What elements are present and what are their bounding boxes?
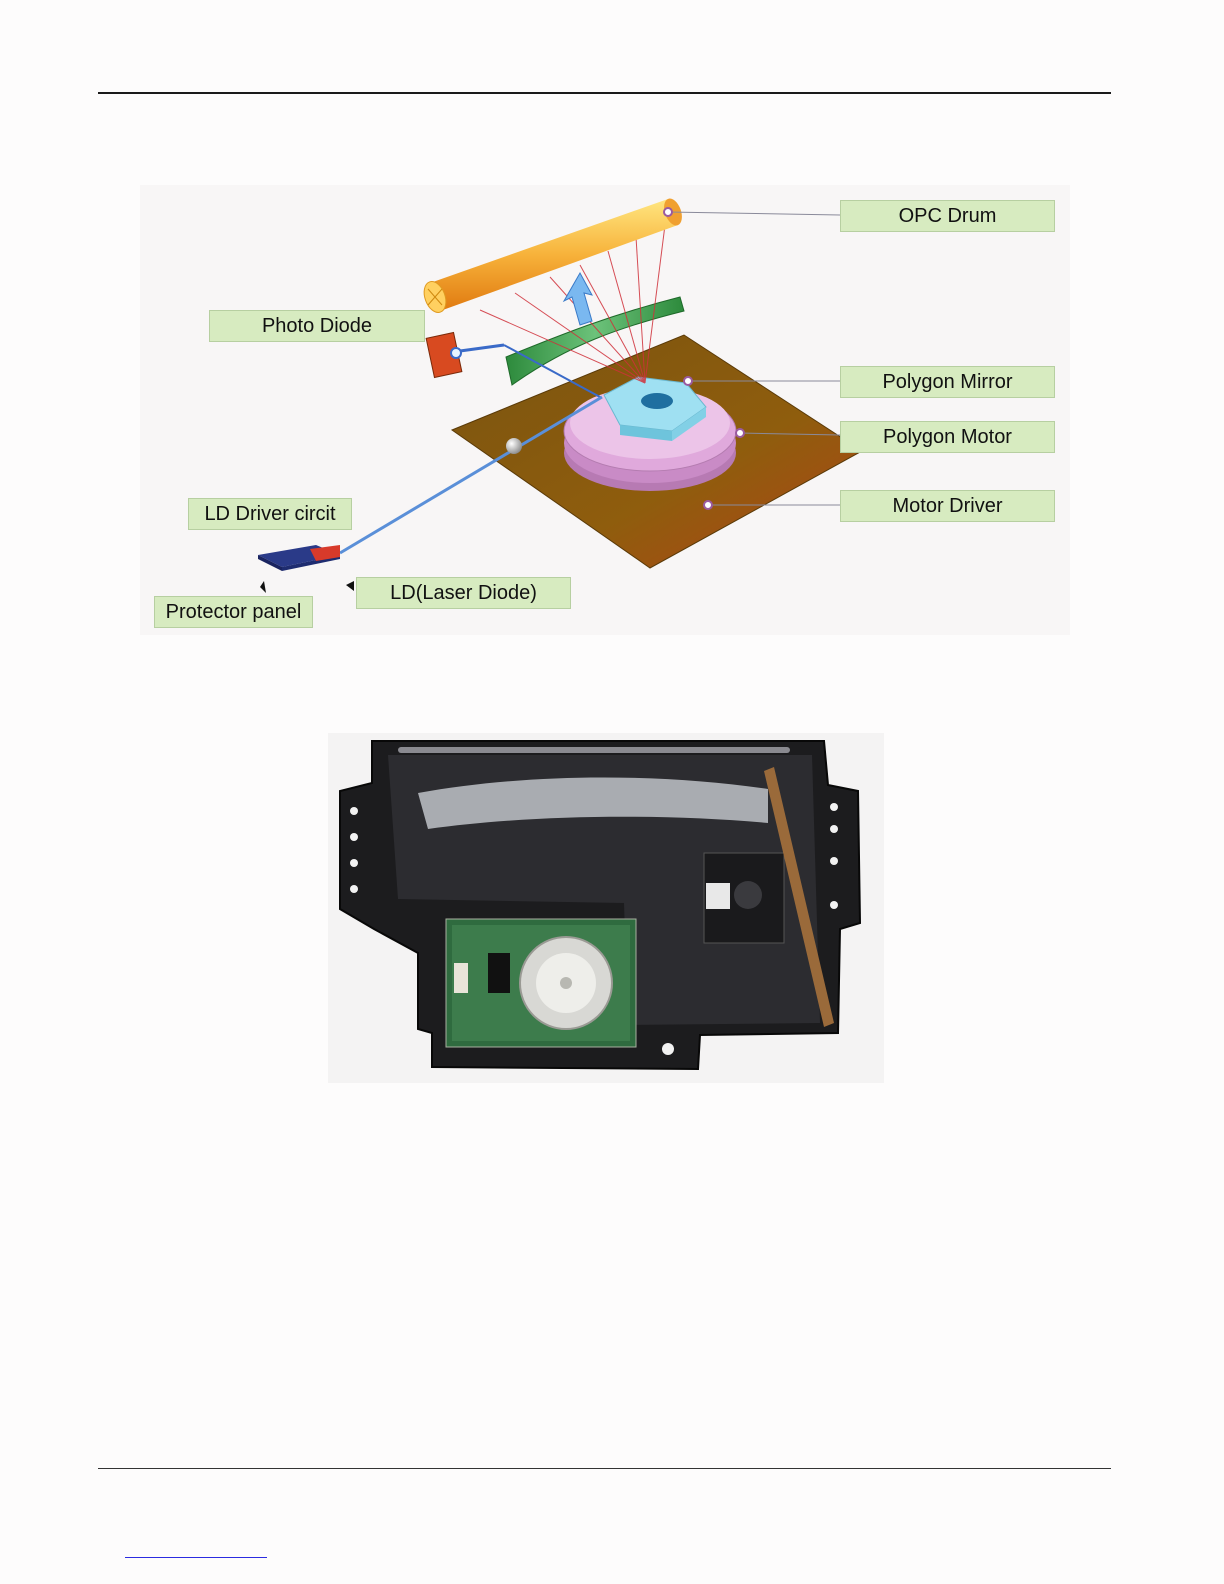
lsu-diagram-art	[140, 185, 1070, 635]
collimator-lens	[506, 438, 522, 454]
lsu-photo	[328, 733, 884, 1083]
footer-rule	[98, 1468, 1111, 1469]
label-opc-drum: OPC Drum	[840, 200, 1055, 232]
label-protector-panel: Protector panel	[154, 596, 313, 628]
footer-link-underline[interactable]	[125, 1557, 267, 1558]
label-polygon-mirror: Polygon Mirror	[840, 366, 1055, 398]
header-rule	[98, 92, 1111, 94]
label-polygon-motor: Polygon Motor	[840, 421, 1055, 453]
lsu-diagram: OPC Drum Photo Diode Polygon Mirror Poly…	[140, 185, 1070, 635]
label-laser-diode: LD(Laser Diode)	[356, 577, 571, 609]
label-photo-diode: Photo Diode	[209, 310, 425, 342]
label-ld-driver: LD Driver circit	[188, 498, 352, 530]
lsu-photo-art	[328, 733, 884, 1083]
label-motor-driver: Motor Driver	[840, 490, 1055, 522]
